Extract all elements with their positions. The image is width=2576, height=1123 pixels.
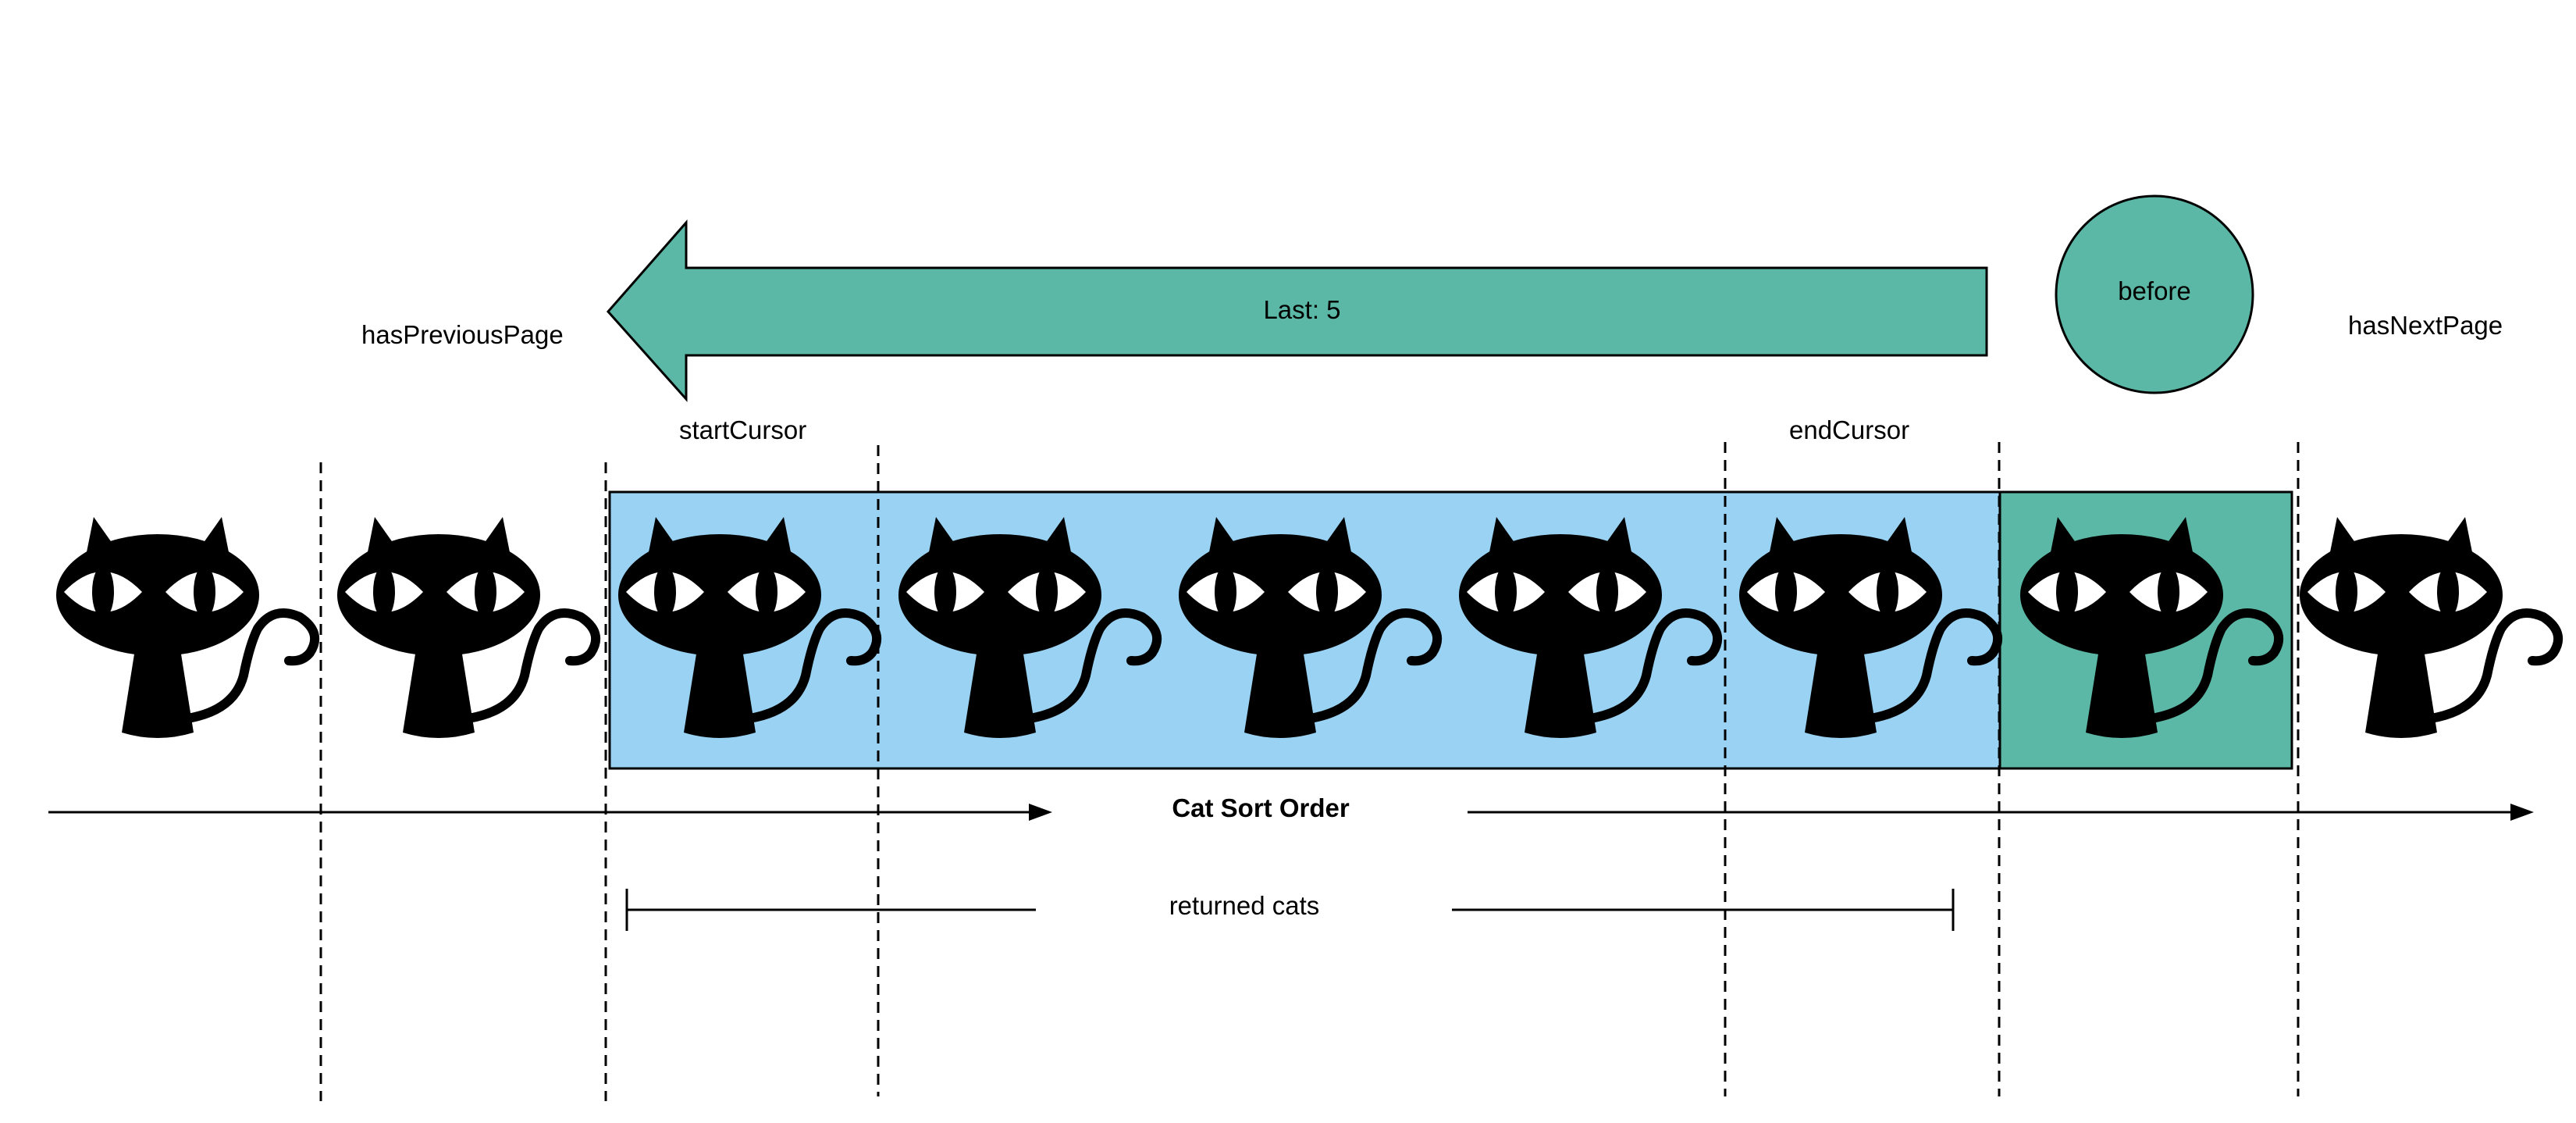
circle-label: before [2118, 276, 2191, 305]
returned-cats-label: returned cats [1169, 891, 1320, 920]
cat-icon [337, 517, 596, 738]
cat-row [56, 517, 2558, 738]
end-cursor-label: endCursor [1789, 415, 1909, 444]
start-cursor-label: startCursor [679, 415, 806, 444]
arrow-label: Last: 5 [1263, 295, 1340, 324]
has-next-page-label: hasNextPage [2348, 311, 2503, 340]
cat-icon [56, 517, 315, 738]
sort-order-label: Cat Sort Order [1172, 793, 1350, 822]
sort-order-axis [48, 804, 2534, 821]
before-circle [2055, 194, 2254, 394]
cat-icon [2300, 517, 2558, 738]
returned-bracket [625, 889, 1955, 931]
dashed-separators [319, 442, 2300, 1101]
last-arrow-shape [606, 219, 1988, 402]
has-previous-page-label: hasPreviousPage [361, 320, 564, 349]
